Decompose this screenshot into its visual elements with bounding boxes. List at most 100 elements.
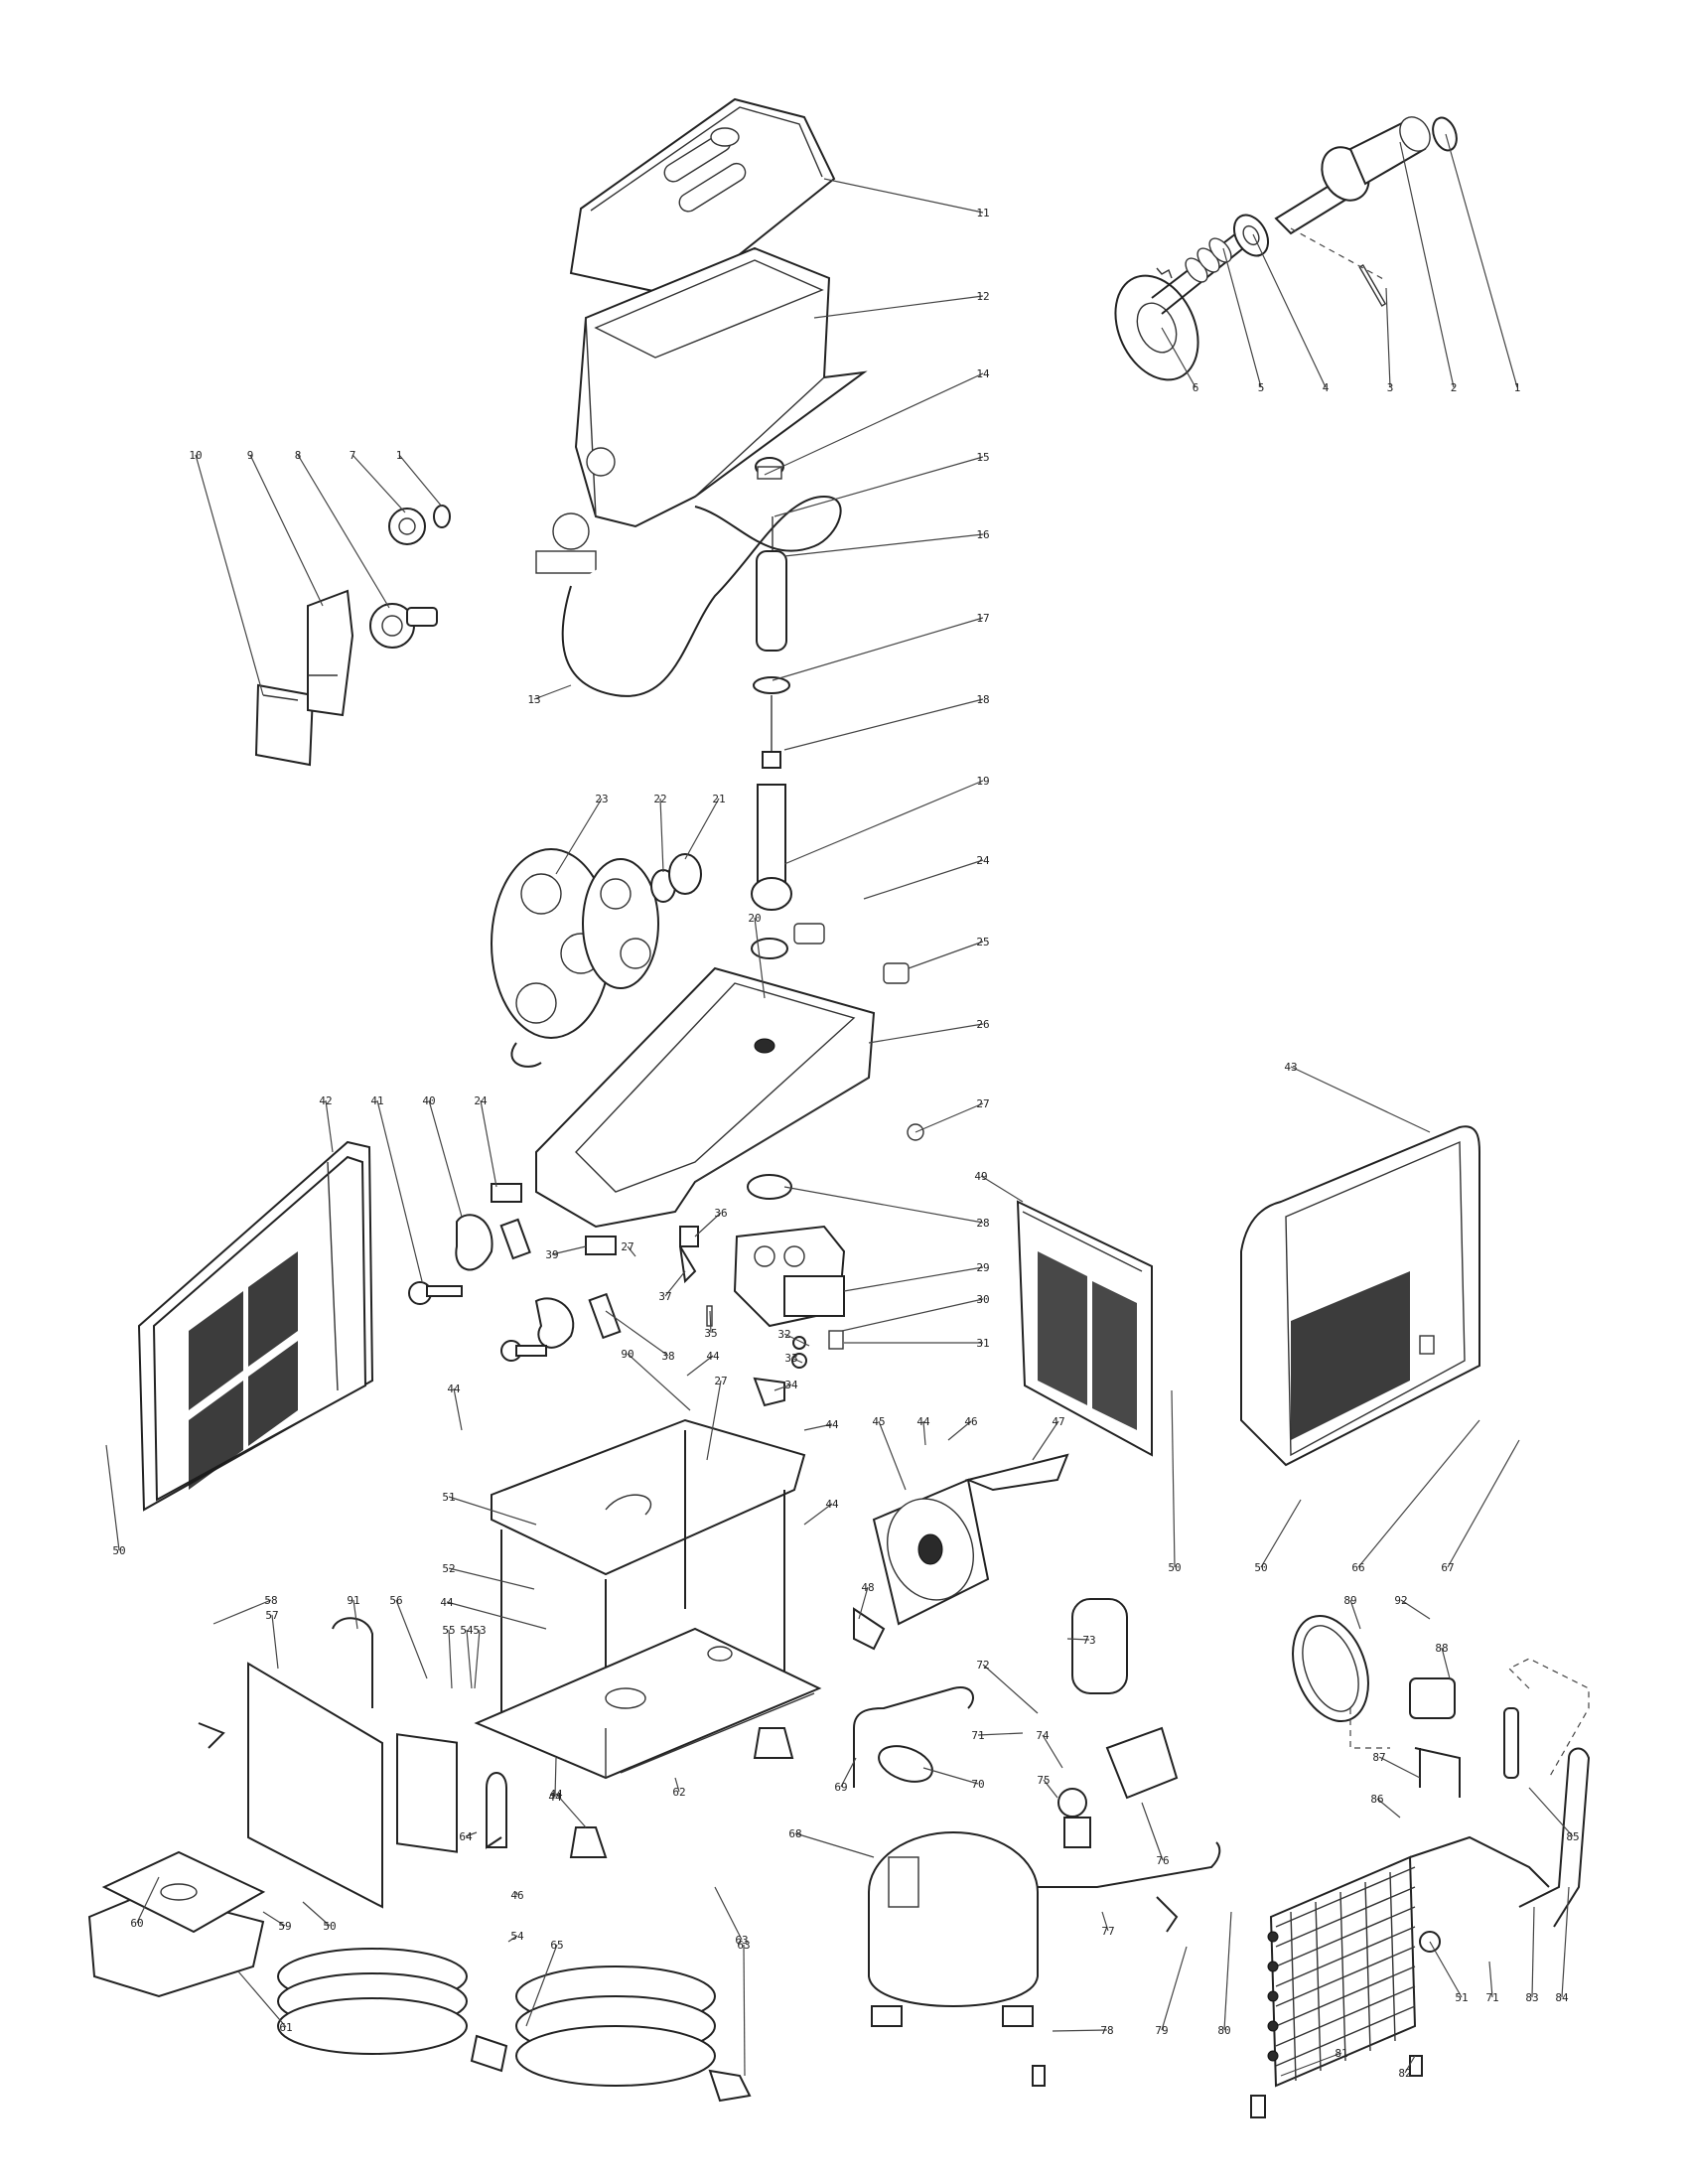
callout-14: 14	[976, 367, 990, 380]
callout-44: 44	[825, 1418, 839, 1431]
callout-84: 84	[1555, 1991, 1569, 2004]
callout-9: 9	[247, 449, 254, 462]
leader-line-78	[1052, 2029, 1108, 2032]
callout-51: 51	[1455, 1991, 1468, 2004]
leader-line-32	[783, 1333, 810, 1347]
callout-48: 48	[861, 1581, 874, 1594]
callout-69: 69	[834, 1781, 847, 1794]
leader-line-63	[714, 1886, 743, 1941]
callout-66: 66	[1351, 1561, 1364, 1574]
callout-4: 4	[1323, 381, 1330, 394]
callout-63: 63	[735, 1934, 748, 1947]
coil-and-valve	[1292, 1614, 1519, 1798]
callout-71: 71	[1485, 1991, 1498, 2004]
callout-29: 29	[976, 1261, 989, 1274]
callout-86: 86	[1370, 1793, 1383, 1806]
callout-26: 26	[976, 1018, 989, 1031]
leader-line-51	[1429, 1941, 1463, 1998]
callout-83: 83	[1525, 1991, 1538, 2004]
leader-line-47	[1032, 1420, 1059, 1461]
leader-line-20	[754, 917, 766, 999]
callout-90: 90	[621, 1348, 633, 1361]
leader-line-5	[1222, 247, 1262, 388]
leader-line-14	[764, 372, 984, 476]
parts-drawing	[87, 97, 1591, 2118]
leader-line-79	[1161, 1946, 1188, 2031]
callout-73: 73	[1082, 1634, 1095, 1647]
callout-1: 1	[396, 449, 403, 462]
callout-91: 91	[347, 1594, 359, 1607]
leader-lines	[105, 133, 1574, 2077]
leader-line-7	[352, 454, 406, 513]
leader-line-58	[212, 1599, 272, 1625]
leader-line-76	[1141, 1802, 1164, 1861]
callout-65: 65	[550, 1939, 563, 1952]
bin-lid	[569, 97, 836, 300]
leader-line-71	[1488, 1961, 1493, 1998]
leader-line-24	[480, 1099, 497, 1188]
refrigerant-tubing	[853, 1598, 1221, 1888]
leader-line-16	[783, 533, 984, 557]
callout-20: 20	[748, 912, 761, 925]
leader-line-91	[352, 1599, 358, 1630]
leader-line-2	[1399, 141, 1455, 388]
left-panel-vents	[189, 1251, 298, 1490]
leader-line-56	[395, 1599, 428, 1679]
callout-54: 54	[510, 1930, 524, 1943]
callout-39: 39	[545, 1248, 558, 1261]
leader-line-90	[627, 1353, 691, 1411]
leader-line-64	[465, 1831, 478, 1837]
compressor	[868, 1831, 1039, 2027]
callout-27: 27	[714, 1375, 727, 1387]
leader-line-8	[297, 454, 390, 609]
small-parts	[198, 1722, 1441, 2118]
leader-line-42	[325, 1099, 334, 1153]
callout-77: 77	[1101, 1925, 1114, 1938]
callout-10: 10	[189, 449, 202, 462]
callout-21: 21	[712, 793, 725, 805]
leader-line-44	[554, 1757, 557, 1798]
leader-line-44	[803, 1423, 833, 1431]
callout-19: 19	[976, 775, 989, 788]
condenser-fan	[853, 1453, 1069, 1651]
leader-line-72	[982, 1664, 1039, 1714]
callout-74: 74	[1036, 1729, 1050, 1742]
callout-40: 40	[422, 1094, 435, 1107]
leader-line-71	[977, 1732, 1024, 1736]
callout-22: 22	[653, 793, 666, 805]
leader-line-50	[1171, 1389, 1176, 1568]
leader-line-50	[105, 1444, 120, 1551]
callout-76: 76	[1156, 1854, 1169, 1867]
callout-57: 57	[265, 1609, 278, 1622]
leader-line-48	[858, 1586, 869, 1620]
leader-line-54	[466, 1629, 473, 1689]
front-grille-panel	[1016, 1200, 1153, 1457]
callout-5: 5	[1258, 381, 1265, 394]
leader-line-80	[1223, 1911, 1232, 2031]
leader-line-44	[922, 1420, 926, 1446]
callout-28: 28	[976, 1217, 989, 1230]
left-bracket-parts	[408, 1183, 713, 1362]
leader-line-9	[249, 454, 324, 607]
callout-1: 1	[1514, 381, 1521, 394]
leader-line-44	[555, 1793, 587, 1828]
leader-line-61	[237, 1970, 287, 2028]
callout-44: 44	[825, 1498, 839, 1511]
leader-line-38	[605, 1310, 669, 1357]
callout-23: 23	[595, 793, 608, 805]
callout-92: 92	[1394, 1594, 1407, 1607]
leader-line-19	[783, 780, 984, 865]
leader-line-29	[843, 1266, 984, 1292]
leader-line-12	[813, 295, 984, 319]
callout-61: 61	[279, 2021, 292, 2034]
leader-line-46	[515, 1891, 518, 1896]
callout-59: 59	[278, 1920, 291, 1933]
leader-line-85	[1528, 1787, 1574, 1837]
leader-line-84	[1561, 1886, 1570, 1998]
leader-line-44	[446, 1601, 547, 1630]
leader-line-59	[262, 1911, 286, 1927]
callout-58: 58	[264, 1594, 277, 1607]
callout-62: 62	[672, 1786, 685, 1799]
leader-line-73	[1066, 1638, 1090, 1641]
leader-line-87	[1378, 1756, 1421, 1779]
